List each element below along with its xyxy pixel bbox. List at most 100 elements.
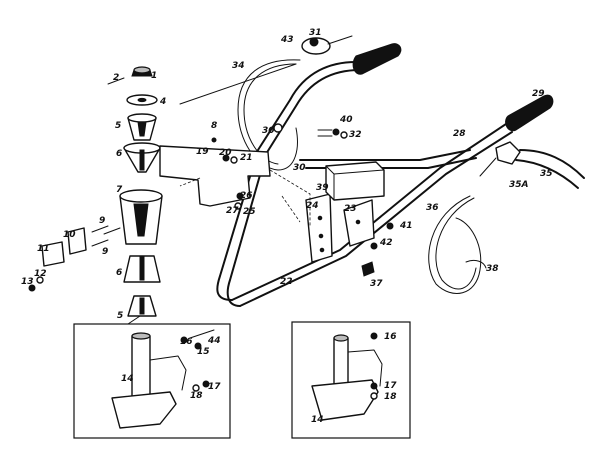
part-label-19: 19	[196, 147, 209, 157]
part-label-24: 24	[306, 201, 319, 211]
part-label-29: 29	[532, 89, 545, 99]
part-label-16-left: 16	[180, 337, 193, 347]
nut-17-right	[370, 382, 378, 390]
part-label-21: 21	[240, 153, 253, 163]
washer-12	[36, 276, 44, 284]
cone-6-top	[123, 142, 161, 173]
housing-7	[103, 189, 163, 245]
shaft-assembly-14-right	[311, 334, 383, 421]
nut-37	[361, 261, 375, 277]
cap-1	[131, 66, 153, 77]
left-grip-29	[352, 43, 402, 75]
nut-13	[28, 284, 36, 292]
clamp-40	[317, 128, 348, 139]
screw-2	[107, 77, 125, 85]
part-label-27: 27	[226, 206, 239, 216]
washer-21	[230, 156, 238, 164]
part-label-16-right: 16	[384, 332, 397, 342]
part-label-12: 12	[34, 269, 47, 279]
throttle-lever-31	[301, 35, 353, 55]
bracket-24	[305, 193, 333, 263]
washer-18-left	[192, 384, 200, 392]
part-label-43: 43	[280, 35, 294, 45]
part-label-6-bottom: 6	[116, 268, 122, 278]
part-label-23: 23	[344, 204, 357, 214]
part-label-5-bottom: 5	[117, 311, 123, 321]
part-label-5-top: 5	[115, 121, 121, 131]
part-label-35a: 35A	[509, 180, 529, 190]
right-grip-29	[505, 94, 554, 132]
part-label-7: 7	[116, 185, 123, 195]
cone-5-bottom	[127, 295, 157, 317]
part-label-26: 26	[240, 191, 253, 201]
handlebar-frame-22	[216, 61, 513, 307]
part-label-41: 41	[399, 221, 413, 231]
bolt-42	[370, 242, 378, 250]
part-label-40: 40	[339, 115, 353, 125]
screw-44	[189, 329, 215, 339]
part-label-34: 34	[232, 61, 245, 71]
part-label-28: 28	[453, 129, 466, 139]
nut-16-right	[370, 332, 378, 340]
cable-36	[428, 195, 482, 294]
part-label-15: 15	[197, 347, 210, 357]
clutch-lever-35	[479, 141, 585, 189]
part-label-8: 8	[211, 121, 217, 131]
part-label-10: 10	[63, 230, 76, 240]
part-label-25: 25	[243, 207, 256, 217]
part-label-22: 22	[280, 277, 293, 287]
cone-6-bottom	[123, 255, 161, 283]
washer-18-right	[370, 392, 378, 400]
detail-frame-left	[73, 323, 231, 439]
part-label-4: 4	[159, 97, 166, 107]
nut-16-left	[180, 336, 188, 344]
nut-17-left	[202, 380, 210, 388]
part-label-31: 31	[309, 28, 322, 38]
part-label-38: 38	[486, 264, 499, 274]
part-label-17-left: 17	[208, 382, 221, 392]
detail-frame-right	[291, 321, 411, 439]
washer-27	[234, 202, 242, 210]
cone-5-top	[127, 113, 157, 141]
screw-8	[211, 137, 217, 143]
part-label-35: 35	[540, 169, 553, 179]
part-label-2: 2	[113, 73, 119, 83]
part-label-30-bottom: 30	[293, 163, 306, 173]
washer-4	[126, 94, 158, 106]
mounting-plate-19	[159, 145, 311, 226]
nut-15	[194, 342, 202, 350]
part-label-9-top: 9	[99, 216, 105, 226]
part-label-14-right: 14	[311, 415, 324, 425]
cable-34	[237, 59, 301, 171]
part-label-42: 42	[379, 238, 393, 248]
nut-26	[236, 192, 244, 200]
part-label-39: 39	[316, 183, 329, 193]
nut-20	[222, 154, 230, 162]
part-label-44: 44	[207, 336, 221, 346]
part-label-9-bottom: 9	[102, 247, 108, 257]
part-label-13: 13	[21, 277, 34, 287]
bolt-41	[386, 222, 394, 230]
part-label-18-right: 18	[384, 392, 397, 402]
part-label-17-right: 17	[384, 381, 397, 391]
cross-brace	[299, 149, 471, 161]
part-labels: 1 2 4 5 6 7 8 9 9 10 11 12 13 6 5 19 20 …	[21, 28, 553, 425]
cable-end-38	[465, 259, 487, 269]
part-label-30-top: 30	[262, 126, 275, 136]
bolt-30	[273, 123, 283, 133]
part-label-1: 1	[151, 71, 157, 81]
part-label-36: 36	[426, 203, 439, 213]
part-label-32: 32	[349, 130, 362, 140]
bracket-23	[343, 199, 375, 247]
bracket-11	[41, 227, 87, 267]
part-label-18-left: 18	[190, 391, 203, 401]
part-label-6-top: 6	[116, 149, 122, 159]
part-label-11: 11	[37, 244, 50, 254]
part-label-20: 20	[219, 148, 232, 158]
control-box-39	[325, 161, 385, 201]
part-label-14-left: 14	[121, 374, 134, 384]
shaft-assembly-14-left	[111, 332, 187, 429]
part-label-37: 37	[370, 279, 383, 289]
